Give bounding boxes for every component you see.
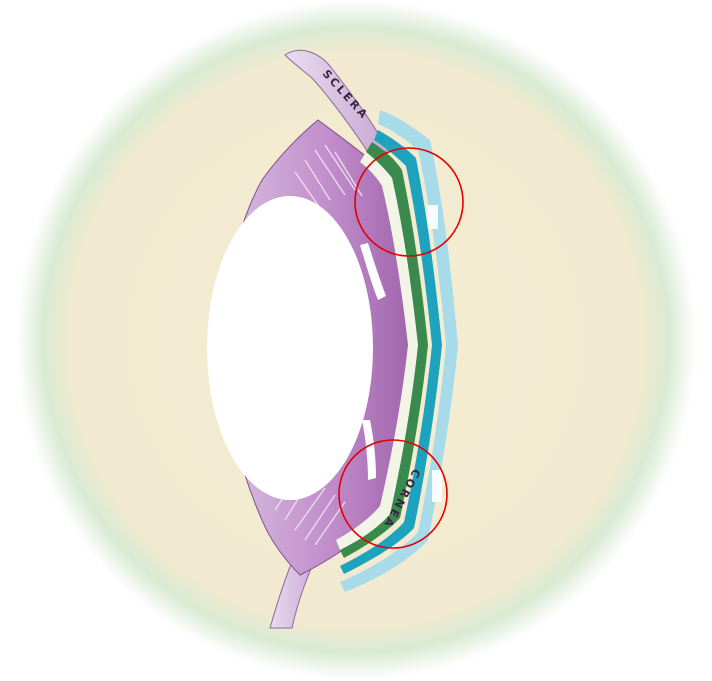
cornea-highlight-upper bbox=[428, 205, 438, 229]
lens bbox=[207, 196, 373, 500]
cornea-highlight-lower bbox=[432, 470, 442, 502]
